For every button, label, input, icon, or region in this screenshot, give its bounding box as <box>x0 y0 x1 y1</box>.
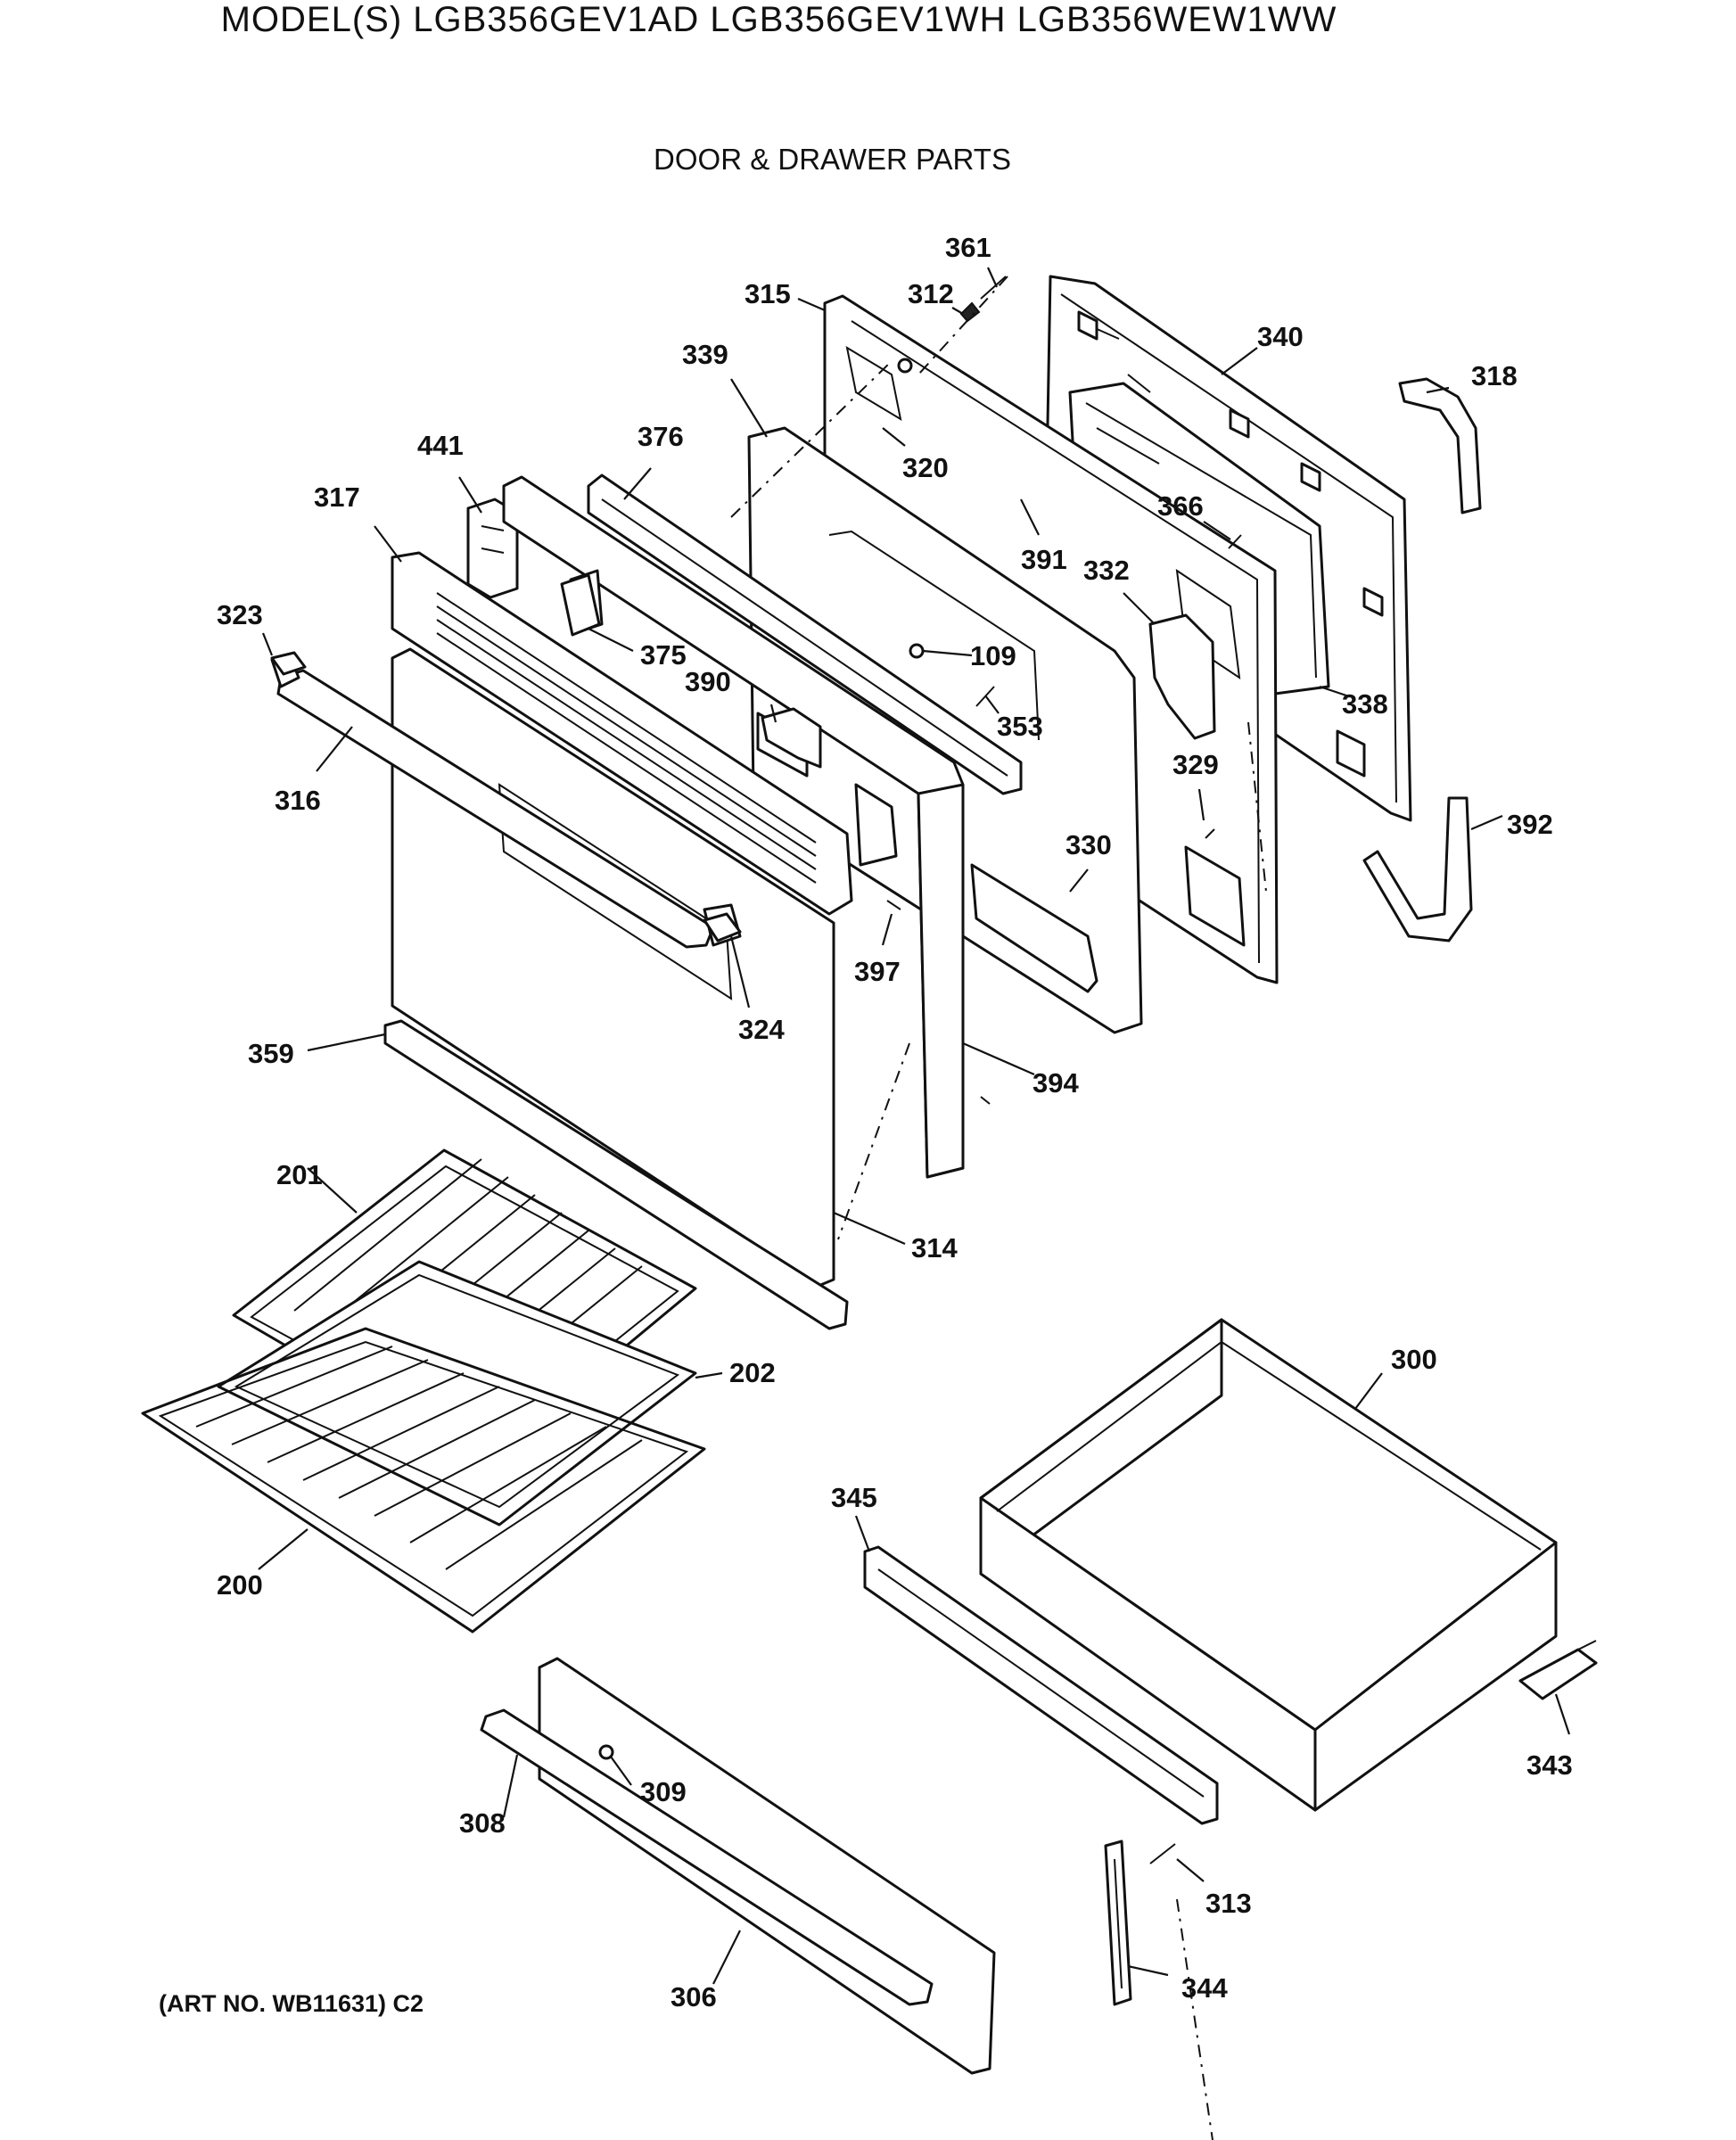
callout-345: 345 <box>831 1482 877 1513</box>
part-318-gasket <box>1398 377 1482 514</box>
callout-323: 323 <box>217 599 263 630</box>
callout-392: 392 <box>1507 809 1553 840</box>
part-202-broiler-insert <box>217 1260 697 1527</box>
part-306-drawer-front <box>538 1657 996 2075</box>
callout-329: 329 <box>1172 749 1219 780</box>
callout-338: 338 <box>1342 688 1388 720</box>
callout-340: 340 <box>1257 321 1304 352</box>
callout-361: 361 <box>945 232 991 263</box>
part-344-roller-bracket <box>1104 1840 1132 2006</box>
part-394-door-liner <box>502 475 965 1179</box>
part-375-bracket <box>560 573 601 637</box>
callout-306: 306 <box>671 1981 717 2012</box>
callout-317: 317 <box>314 482 360 513</box>
model-title: MODEL(S) LGB356GEV1AD LGB356GEV1WH LGB35… <box>220 0 1337 39</box>
part-392-gasket <box>1362 796 1473 942</box>
callout-315: 315 <box>745 278 791 309</box>
callout-202: 202 <box>729 1357 776 1388</box>
art-number: (ART NO. WB11631) C2 <box>159 1990 424 2017</box>
part-317-vent-trim <box>391 551 853 916</box>
callout-314: 314 <box>911 1232 958 1263</box>
part-343-drawer-stop <box>1518 1640 1598 1700</box>
callout-390: 390 <box>685 666 731 697</box>
callout-300: 300 <box>1391 1344 1437 1375</box>
callout-359: 359 <box>248 1038 294 1069</box>
part-300-drawer-box <box>979 1318 1558 1812</box>
callout-109: 109 <box>970 640 1016 671</box>
part-308-drawer-handle <box>480 1708 934 2006</box>
callout-labels: 361 315 312 340 339 318 441 376 320 317 … <box>217 232 1573 2012</box>
callout-320: 320 <box>902 452 949 483</box>
callout-394: 394 <box>1033 1067 1079 1099</box>
callout-318: 318 <box>1471 360 1518 391</box>
callout-344: 344 <box>1181 1972 1228 2004</box>
callout-353: 353 <box>997 711 1043 742</box>
callout-366: 366 <box>1157 490 1204 522</box>
alignment-lines <box>730 276 1267 2140</box>
callout-308: 308 <box>459 1807 506 1839</box>
callout-200: 200 <box>217 1569 263 1601</box>
part-313-screw <box>1149 1843 1176 1864</box>
part-332-bracket <box>1148 613 1216 740</box>
part-376-top-trim <box>587 473 1023 795</box>
callout-391: 391 <box>1021 544 1067 575</box>
section-title: DOOR & DRAWER PARTS <box>654 143 1011 176</box>
callout-312: 312 <box>908 278 954 309</box>
part-359-bottom-trim <box>383 1019 849 1330</box>
callout-375: 375 <box>640 639 687 671</box>
callout-324: 324 <box>738 1014 785 1045</box>
callout-332: 332 <box>1083 555 1130 586</box>
leader-lines <box>258 267 1571 1985</box>
callout-316: 316 <box>275 785 321 816</box>
part-324-handle-endcap <box>703 912 742 942</box>
part-323-handle-endcap <box>270 651 307 676</box>
callout-201: 201 <box>276 1159 323 1190</box>
callout-343: 343 <box>1526 1749 1573 1781</box>
callout-330: 330 <box>1065 829 1112 860</box>
callout-339: 339 <box>682 339 728 370</box>
callout-376: 376 <box>638 421 684 452</box>
part-390-bracket <box>761 707 822 769</box>
callout-313: 313 <box>1205 1888 1252 1919</box>
callout-441: 441 <box>417 430 464 461</box>
callout-397: 397 <box>854 956 901 987</box>
callout-309: 309 <box>640 1776 687 1807</box>
part-200-oven-rack <box>141 1327 706 1634</box>
part-345-drawer-rail <box>863 1545 1219 1825</box>
